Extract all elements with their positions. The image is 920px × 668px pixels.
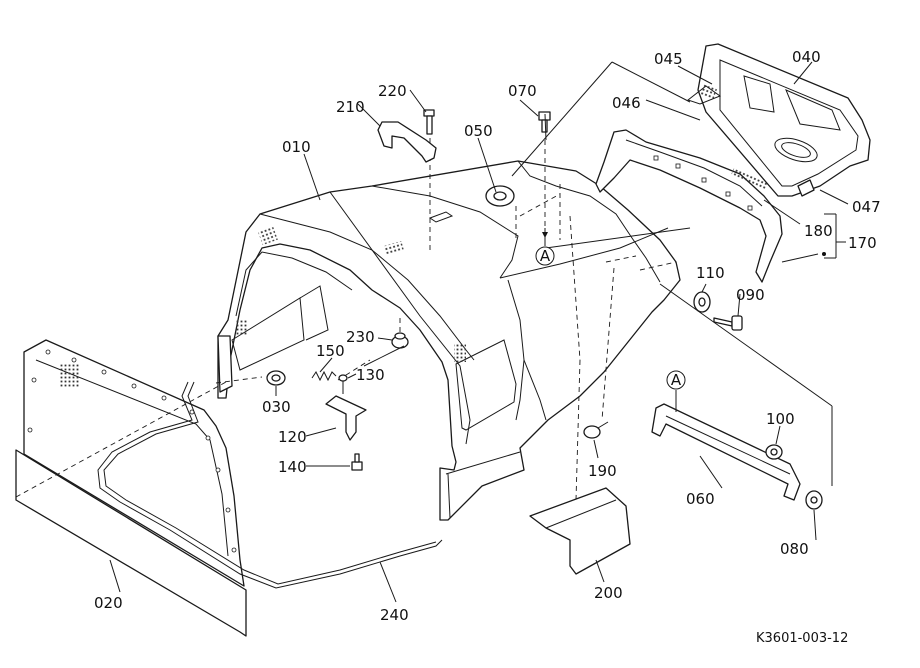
bolt-090 <box>713 315 743 331</box>
label-240: 240 <box>380 606 409 624</box>
label-200: 200 <box>594 584 623 602</box>
grip-handle <box>377 121 437 163</box>
label-170: 170 <box>848 234 877 252</box>
screw-190 <box>583 421 609 439</box>
rubber-230 <box>391 332 409 349</box>
label-050: 050 <box>464 122 493 140</box>
label-210: 210 <box>336 98 365 116</box>
label-180: 180 <box>804 222 833 240</box>
reference-marker-bracket: A <box>666 370 686 390</box>
label-130: 130 <box>356 366 385 384</box>
bolt-070 <box>538 111 551 133</box>
bushing-100 <box>765 444 783 460</box>
spring-150 <box>311 370 337 382</box>
latch-120 <box>325 395 367 441</box>
front-grille-panel <box>15 339 247 637</box>
hood-body <box>217 160 681 521</box>
label-220: 220 <box>378 82 407 100</box>
bracket-060 <box>651 390 801 501</box>
label-140: 140 <box>278 458 307 476</box>
pin-130 <box>338 374 348 394</box>
label-080: 080 <box>780 540 809 558</box>
reference-marker-hood-label: A <box>540 247 551 265</box>
label-040: 040 <box>792 48 821 66</box>
label-046: 046 <box>612 94 641 112</box>
bolt-140 <box>351 453 363 471</box>
filler-cap <box>485 185 515 207</box>
label-045: 045 <box>654 50 683 68</box>
washer-080 <box>805 490 823 510</box>
label-047: 047 <box>852 198 881 216</box>
reference-marker-hood: A <box>535 228 555 266</box>
bolt-220 <box>423 109 435 135</box>
reference-dot <box>822 252 826 256</box>
label-010: 010 <box>282 138 311 156</box>
assembly-guide-lines <box>15 138 677 501</box>
label-020: 020 <box>94 594 123 612</box>
drawing-reference-code: K3601-003-12 <box>756 631 848 646</box>
label-030: 030 <box>262 398 291 416</box>
rear-side-panel <box>595 129 783 283</box>
cover-plate-200 <box>529 487 631 575</box>
washer-110 <box>693 291 711 313</box>
label-230: 230 <box>346 328 375 346</box>
label-150: 150 <box>316 342 345 360</box>
label-090: 090 <box>736 286 765 304</box>
part-number-labels: 010 020 030 040 045 046 047 050 060 070 … <box>94 48 881 646</box>
leader-lines <box>109 61 849 603</box>
label-110: 110 <box>696 264 725 282</box>
label-120: 120 <box>278 428 307 446</box>
label-190: 190 <box>588 462 617 480</box>
label-060: 060 <box>686 490 715 508</box>
label-070: 070 <box>508 82 537 100</box>
bushing-030 <box>266 370 286 386</box>
label-100: 100 <box>766 410 795 428</box>
rear-cover-assembly <box>686 43 871 197</box>
reference-marker-bracket-label: A <box>671 371 682 389</box>
